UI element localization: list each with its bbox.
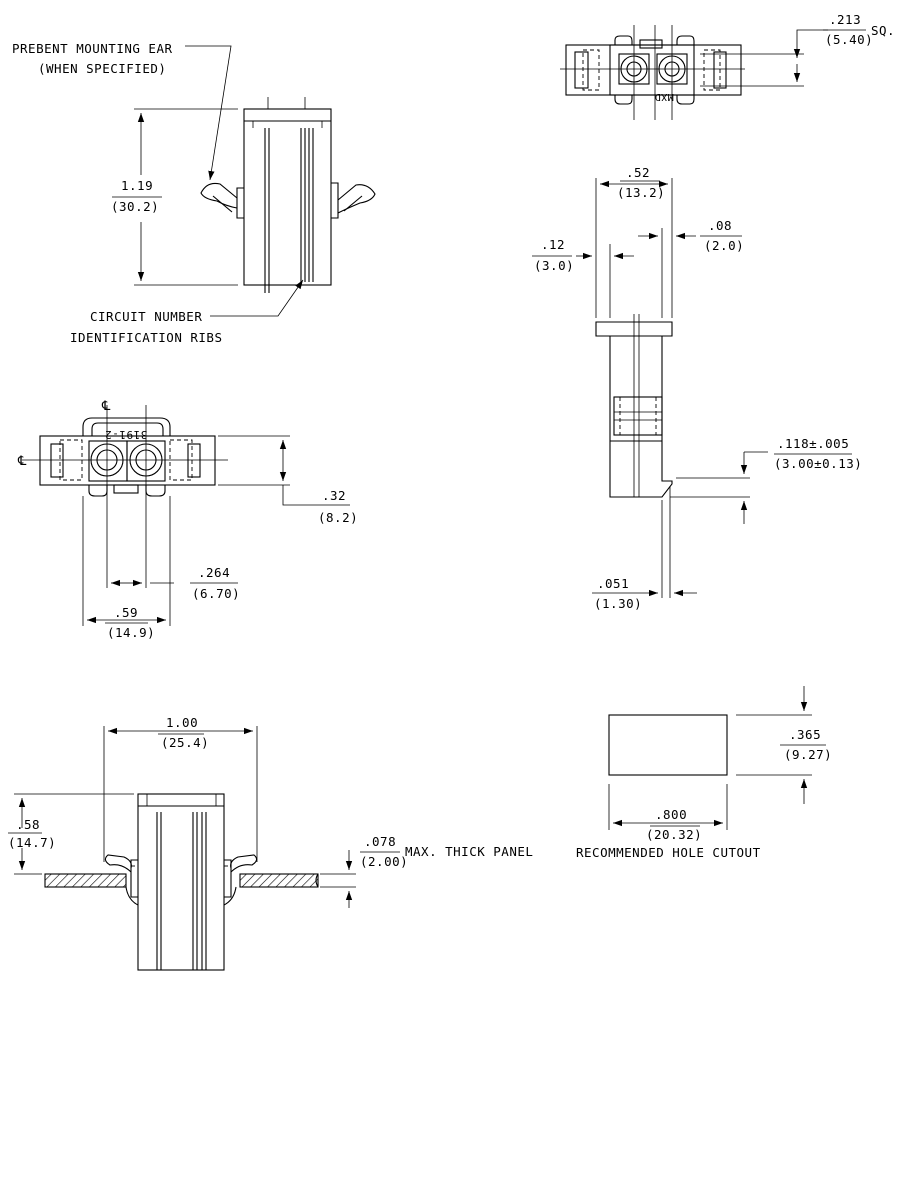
dim-width100-in: 1.00 xyxy=(166,715,198,730)
dim-12-mm: (3.0) xyxy=(534,258,574,273)
dim-height-mm: (30.2) xyxy=(111,199,159,214)
part-marking-top: MXD xyxy=(654,91,674,102)
dim-width52-in: .52 xyxy=(626,165,650,180)
dim-width100-mm: (25.4) xyxy=(161,735,209,750)
dim-cutout-h-in: .365 xyxy=(789,727,821,742)
dim-panel-in: .078 xyxy=(364,834,396,849)
dim-cutout-w-in: .800 xyxy=(655,807,687,822)
dim-square-in: .213 xyxy=(829,12,861,27)
dim-pitch-in: .264 xyxy=(198,565,230,580)
side-profile-view: .52 (13.2) .08 (2.0) .12 (3.0) .118±.005… xyxy=(532,165,862,611)
centerline-mark-side: ℄ xyxy=(17,454,27,469)
centerline-mark: ℄ xyxy=(101,399,111,414)
dim-118-in: .118±.005 xyxy=(777,436,849,451)
label-prebent-mounting-ear: PREBENT MOUNTING EAR xyxy=(12,41,173,56)
dim-58-in: .58 xyxy=(16,817,40,832)
top-view: MXD .213 (5.40) SQ. xyxy=(560,12,895,120)
front-view: 3191-2 ℄ ℄ .32 (8.2) .264 (6.70) .59 (14… xyxy=(17,399,358,640)
dim-square-mm: (5.40) xyxy=(825,32,873,47)
dim-051-mm: (1.30) xyxy=(594,596,642,611)
label-recommended-hole-cutout: RECOMMENDED HOLE CUTOUT xyxy=(576,845,761,860)
label-when-specified: (WHEN SPECIFIED) xyxy=(38,61,166,76)
dim-08-in: .08 xyxy=(708,218,732,233)
label-circuit-number: CIRCUIT NUMBER xyxy=(90,309,202,324)
label-identification-ribs: IDENTIFICATION RIBS xyxy=(70,330,223,345)
dim-panel-mm: (2.00) xyxy=(360,854,408,869)
dim-08-mm: (2.0) xyxy=(704,238,744,253)
dim-051-in: .051 xyxy=(597,576,629,591)
dim-height-in: 1.19 xyxy=(121,178,153,193)
hole-cutout-view: .365 (9.27) .800 (20.32) RECOMMENDED HOL… xyxy=(576,686,832,860)
dim-width59-in: .59 xyxy=(114,605,138,620)
part-marking: 3191-2 xyxy=(105,428,148,441)
dim-width59-mm: (14.9) xyxy=(107,625,155,640)
dim-cutout-h-mm: (9.27) xyxy=(784,747,832,762)
dim-58-mm: (14.7) xyxy=(8,835,56,850)
dim-12-in: .12 xyxy=(541,237,565,252)
panel-mount-view: 1.00 (25.4) .58 (14.7) .078 (2.00) MAX. … xyxy=(8,715,533,971)
dim-cutout-w-mm: (20.32) xyxy=(646,827,702,842)
dim-32-mm: (8.2) xyxy=(318,510,358,525)
dim-width52-mm: (13.2) xyxy=(617,185,665,200)
dim-118-mm: (3.00±0.13) xyxy=(774,456,862,471)
dim-square-suffix: SQ. xyxy=(871,23,895,38)
dim-pitch-mm: (6.70) xyxy=(192,586,240,601)
side-view: 1.19 (30.2) PREBENT MOUNTING EAR (WHEN S… xyxy=(12,41,376,345)
label-max-thick-panel: MAX. THICK PANEL xyxy=(405,844,533,859)
dim-32-in: .32 xyxy=(322,488,346,503)
